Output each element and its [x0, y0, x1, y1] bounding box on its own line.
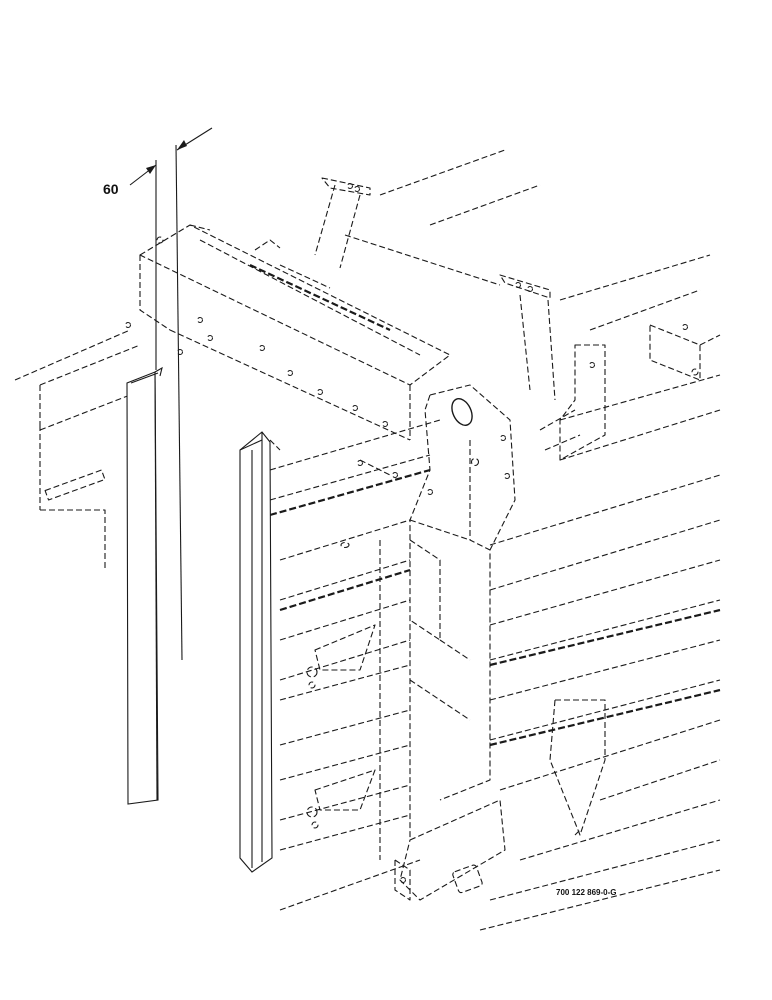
angle-channel-strip: [239, 431, 273, 873]
background-beams: [379, 149, 721, 461]
cross-member-beam: [124, 224, 451, 441]
part-number-label: 700 122 869-0-G: [556, 888, 617, 897]
upper-mount-bracket: [314, 177, 556, 401]
left-cover-strip: [126, 366, 163, 805]
lower-frame-rails: [279, 474, 721, 931]
dimension-label: 60: [103, 181, 119, 197]
vertical-post: [394, 384, 516, 901]
dimension-60: 60: [103, 127, 213, 661]
inner-frame-rails: [269, 419, 441, 860]
left-frame-plate: [14, 329, 141, 570]
right-side-bracket: [539, 344, 606, 836]
